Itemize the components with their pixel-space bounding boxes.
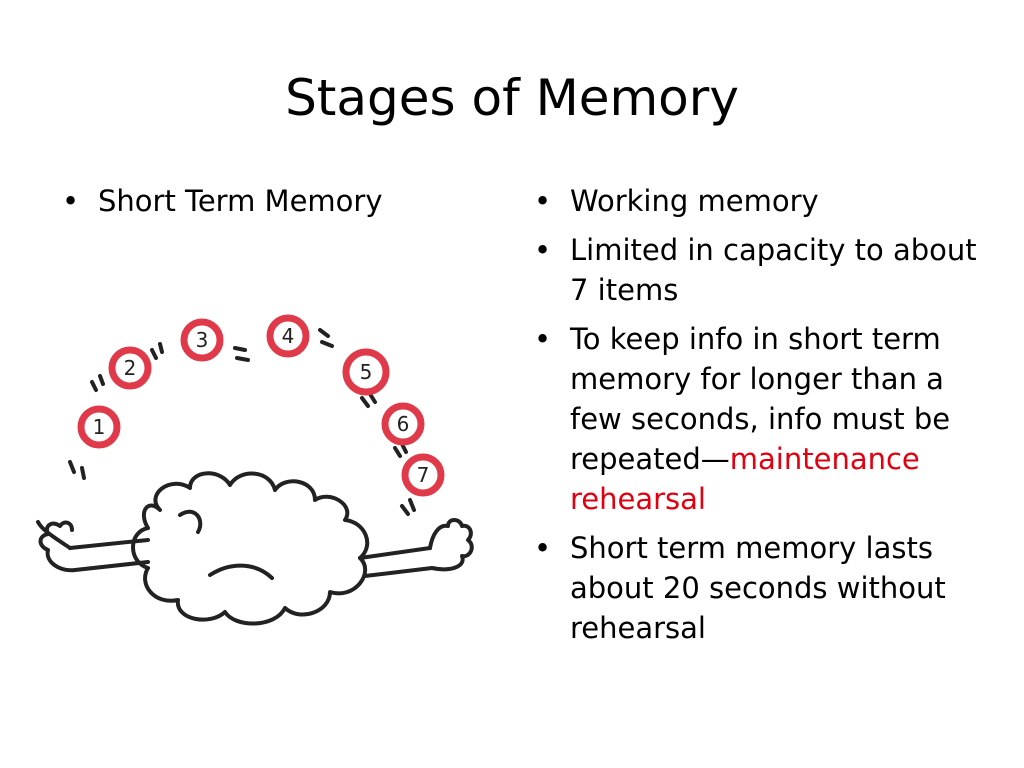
right-hand xyxy=(428,518,474,572)
motion-mark xyxy=(393,442,408,458)
slide-title: Stages of Memory xyxy=(285,69,739,127)
motion-mark xyxy=(318,328,334,348)
bullet-keep-info-text: To keep info in short term memory for lo… xyxy=(570,322,951,476)
ball-1 xyxy=(77,405,121,449)
motion-mark xyxy=(68,460,86,480)
ball-2-number: 2 xyxy=(124,356,137,380)
motion-mark xyxy=(90,374,105,392)
motion-mark xyxy=(150,342,164,360)
right-bullet-list: Working memory Limited in capacity to ab… xyxy=(530,181,980,657)
bullet-working-memory: Working memory xyxy=(530,181,980,221)
brain-mouth xyxy=(208,563,274,580)
ball-4-number: 4 xyxy=(282,324,295,348)
ball-3 xyxy=(180,318,224,362)
left-bullet-list: Short Term Memory xyxy=(58,181,458,230)
ball-6 xyxy=(381,402,425,446)
ball-6-number: 6 xyxy=(397,412,410,436)
bullet-keep-info: To keep info in short term memory for lo… xyxy=(530,319,980,519)
right-arm xyxy=(358,546,434,578)
ball-3-number: 3 xyxy=(196,328,209,352)
bullet-duration: Short term memory lasts about 20 seconds… xyxy=(530,528,980,648)
motion-mark xyxy=(360,392,377,408)
ball-1-number: 1 xyxy=(93,415,106,439)
brain-fold xyxy=(178,509,203,534)
left-hand xyxy=(36,520,77,573)
ball-4 xyxy=(266,314,310,358)
juggler-brain-illustration: 1 2 3 4 5 6 7 xyxy=(36,314,474,626)
brain-outline xyxy=(131,471,370,626)
ball-5-number: 5 xyxy=(360,360,373,384)
left-arm xyxy=(68,538,150,572)
ball-7 xyxy=(401,453,445,497)
ball-7-number: 7 xyxy=(417,463,430,487)
ball-2 xyxy=(108,346,152,390)
motion-mark xyxy=(233,346,250,362)
maintenance-rehearsal-highlight: maintenance rehearsal xyxy=(570,442,920,516)
bullet-limited-capacity: Limited in capacity to about 7 items xyxy=(530,230,980,310)
motion-mark xyxy=(400,498,416,516)
bullet-short-term-memory: Short Term Memory xyxy=(58,181,458,221)
ball-5 xyxy=(342,348,390,396)
